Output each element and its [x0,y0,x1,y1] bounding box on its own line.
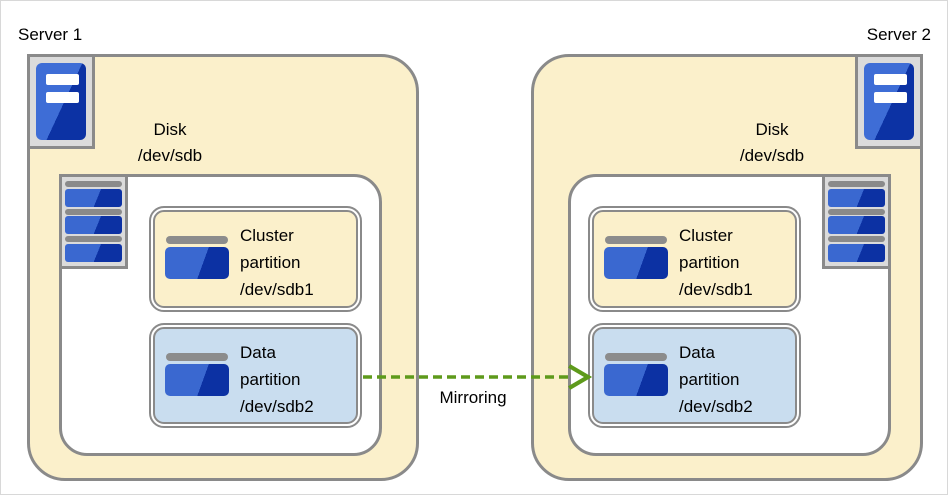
disk-stack-icon [59,174,128,269]
partition-icon [165,353,229,396]
partition-icon [604,353,668,396]
data-partition-inner: Data partition /dev/sdb2 [153,327,358,424]
disk-device: /dev/sdb [739,146,805,165]
partition-label-line: Cluster [240,226,294,245]
server-1-data-partition-box: Data partition /dev/sdb2 [149,323,362,428]
server-slot [46,74,79,85]
server-2-data-partition-box: Data partition /dev/sdb2 [588,323,801,428]
server-1-disk-label: Disk /dev/sdb [100,117,240,169]
disk-stack-icon [822,174,891,269]
partition-icon-body [604,364,668,396]
cluster-partition-inner: Cluster partition /dev/sdb1 [153,210,358,308]
server-2-cluster-partition-box: Cluster partition /dev/sdb1 [588,206,801,312]
server-tower-icon [36,63,86,140]
partition-label-line: /dev/sdb2 [240,397,314,416]
data-partition-label: Data partition /dev/sdb2 [679,339,753,420]
partition-label-line: partition [240,370,301,389]
partition-label-line: partition [240,253,301,272]
cluster-partition-label: Cluster partition /dev/sdb1 [679,222,753,303]
server-2-label: Server 2 [866,25,931,44]
partition-icon-body [165,247,229,279]
disk-title: Disk [153,120,187,139]
partition-icon [604,236,668,279]
server-slot [874,92,907,103]
partition-label-line: partition [679,253,740,272]
server-icon [855,54,923,149]
data-partition-label: Data partition /dev/sdb2 [240,339,314,420]
mirroring-arrow [363,364,593,390]
cluster-partition-label: Cluster partition /dev/sdb1 [240,222,314,303]
partition-label-line: partition [679,370,740,389]
partition-label-line: Data [679,343,715,362]
partition-icon [165,236,229,279]
partition-icon-bar [605,353,667,361]
server-slot [874,74,907,85]
partition-label-line: /dev/sdb2 [679,397,753,416]
partition-icon-bar [166,236,228,244]
partition-icon-body [165,364,229,396]
partition-label-line: /dev/sdb1 [240,280,314,299]
disk-device: /dev/sdb [137,146,203,165]
server-1-cluster-partition-box: Cluster partition /dev/sdb1 [149,206,362,312]
partition-icon-body [604,247,668,279]
server-1-label: Server 1 [18,25,83,44]
partition-label-line: Cluster [679,226,733,245]
partition-label-line: /dev/sdb1 [679,280,753,299]
data-partition-inner: Data partition /dev/sdb2 [592,327,797,424]
partition-icon-bar [166,353,228,361]
partition-label-line: Data [240,343,276,362]
mirroring-label: Mirroring [439,388,507,407]
server-icon [27,54,95,149]
cluster-partition-inner: Cluster partition /dev/sdb1 [592,210,797,308]
disk-title: Disk [755,120,789,139]
server-slot [46,92,79,103]
partition-icon-bar [605,236,667,244]
server-2-disk-label: Disk /dev/sdb [702,117,842,169]
server-tower-icon [864,63,914,140]
